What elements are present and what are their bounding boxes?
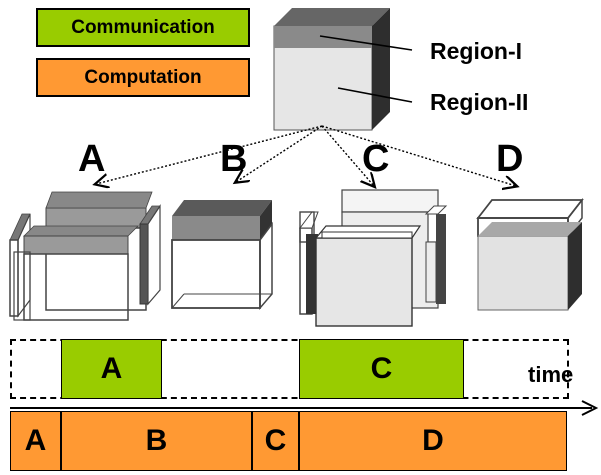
main-cube-top [274, 8, 390, 26]
time-axis-arrowhead [581, 400, 599, 416]
comp-block-B-label: B [145, 424, 168, 457]
cube-D [476, 197, 584, 311]
comm-block-A-label: A [100, 352, 123, 385]
region1-pointer [319, 35, 413, 51]
region2-label: Region-II [430, 89, 529, 115]
panel-label-C: C [362, 138, 390, 180]
region1-label: Region-I [430, 38, 522, 64]
comp-block-B: B [61, 411, 252, 471]
region2-pointer [337, 87, 413, 103]
comm-block-C: C [299, 339, 464, 399]
panel-label-B: B [220, 138, 248, 180]
legend-computation-label: Computation [84, 66, 202, 88]
comp-block-A: A [10, 411, 61, 471]
time-label: time [528, 362, 574, 387]
comm-block-C-label: C [370, 352, 393, 385]
legend-communication: Communication [36, 8, 250, 47]
comp-block-C-label: C [264, 424, 287, 457]
panel-label-A: A [78, 138, 106, 180]
panel-label-D: D [496, 138, 524, 180]
communication-timeline [10, 339, 569, 399]
comp-block-A-label: A [24, 424, 47, 457]
comp-block-C: C [252, 411, 299, 471]
cube-B [171, 200, 273, 311]
comp-block-D: D [299, 411, 567, 471]
cube-A [9, 191, 161, 321]
arrow-to-D [321, 125, 516, 186]
comm-block-A: A [61, 339, 162, 399]
cube-C [299, 189, 448, 327]
legend-computation: Computation [36, 58, 250, 97]
arrow-to-B [236, 125, 323, 182]
main-cube [273, 8, 390, 131]
comp-block-D-label: D [422, 424, 444, 457]
legend-communication-label: Communication [71, 16, 215, 38]
main-cube-side [372, 8, 390, 130]
arrow-to-A [96, 125, 323, 184]
arrow-to-C [321, 125, 374, 186]
